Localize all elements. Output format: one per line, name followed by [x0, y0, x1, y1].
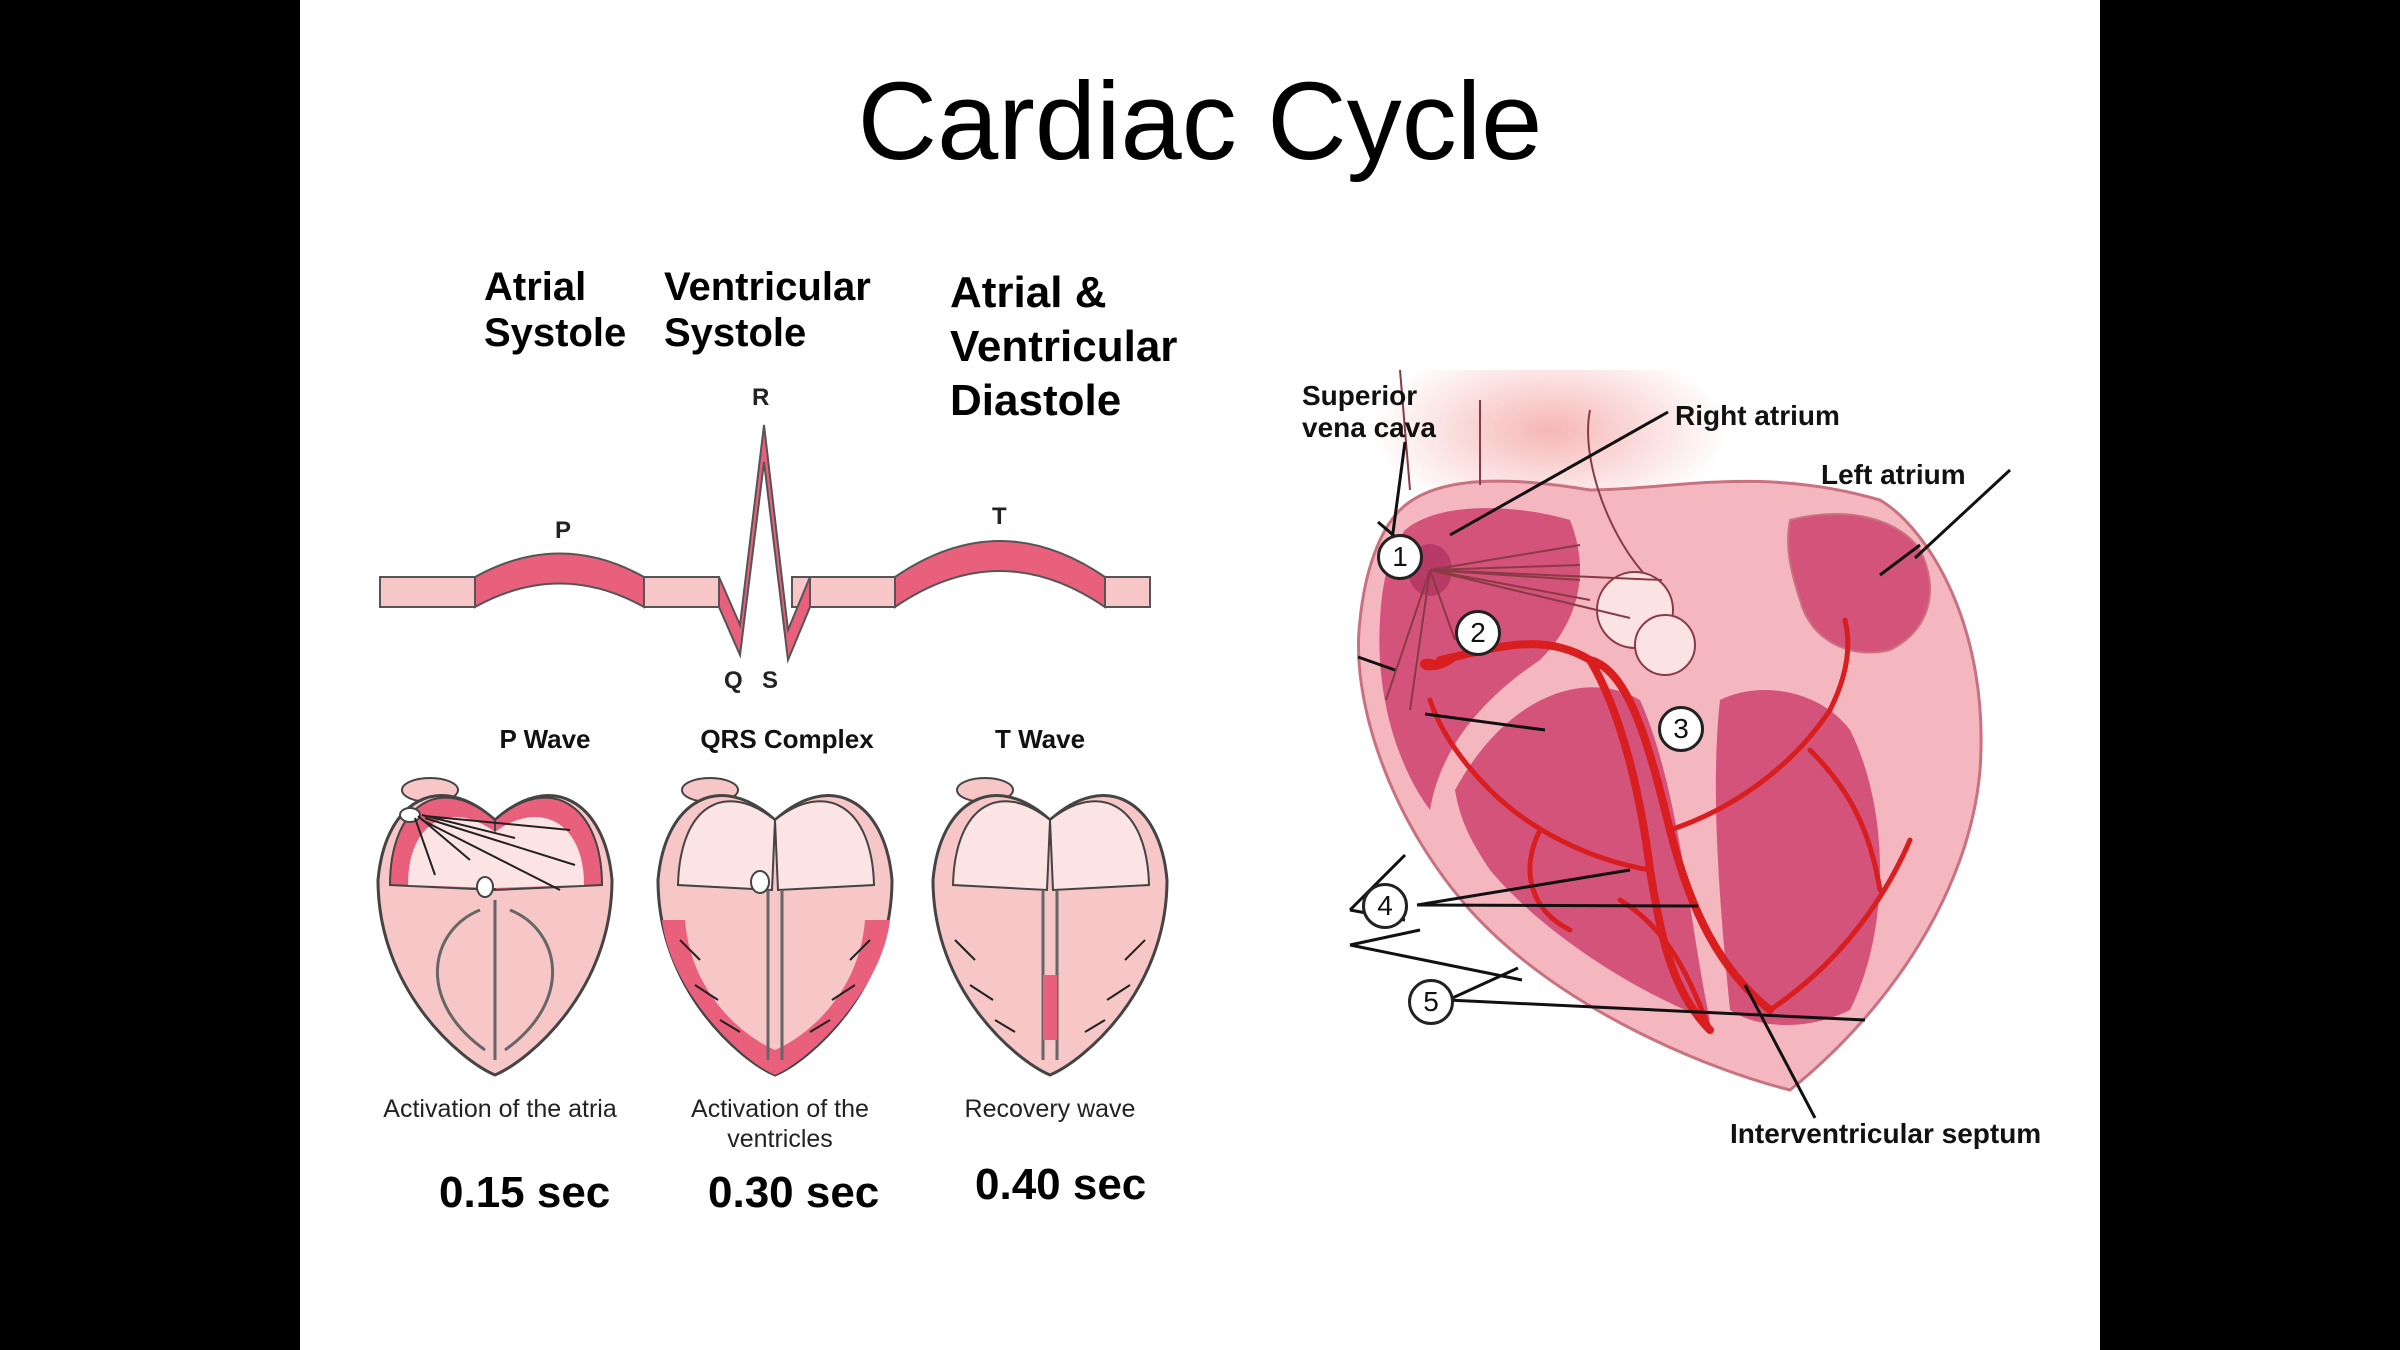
slide: Cardiac Cycle Atrial Systole Ventricular…	[300, 0, 2100, 1350]
superior-vena-cava-label: Superior vena cava	[1302, 380, 1436, 444]
marker-5: 5	[1408, 979, 1454, 1025]
interventricular-septum-label: Interventricular septum	[1730, 1118, 2041, 1150]
right-atrium-label: Right atrium	[1675, 400, 1840, 432]
marker-3: 3	[1658, 706, 1704, 752]
marker-2: 2	[1455, 610, 1501, 656]
left-atrium-label: Left atrium	[1821, 459, 1966, 491]
marker-4: 4	[1362, 883, 1408, 929]
marker-1: 1	[1377, 534, 1423, 580]
